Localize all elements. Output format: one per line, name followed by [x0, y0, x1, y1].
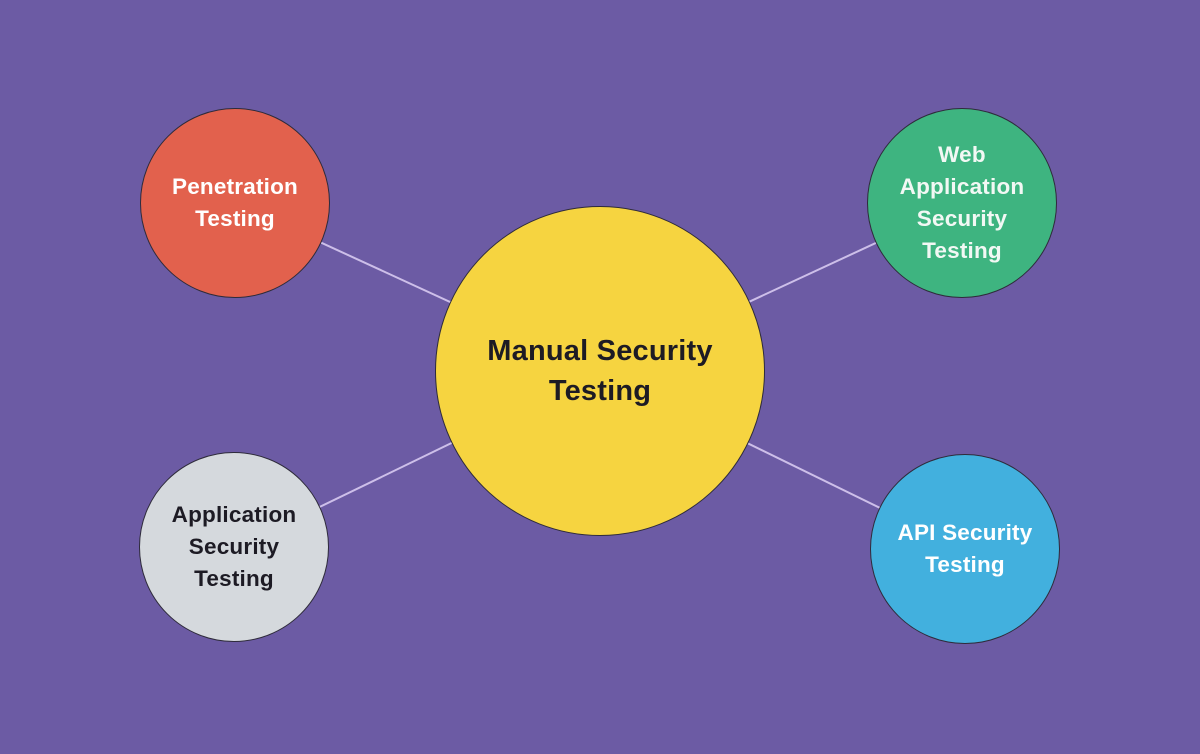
node-web-application-security-testing: Web Application Security Testing	[867, 108, 1057, 298]
node-label: Application Security Testing	[171, 502, 297, 591]
node-label: Manual Security Testing	[487, 334, 713, 407]
node-label: API Security Testing	[897, 520, 1033, 577]
node-application-security-testing: Application Security Testing	[139, 452, 329, 642]
node-label: Penetration Testing	[172, 174, 298, 231]
node-penetration-testing: Penetration Testing	[140, 108, 330, 298]
node-label: Web Application Security Testing	[899, 142, 1025, 263]
node-manual-security-testing: Manual Security Testing	[435, 206, 765, 536]
node-api-security-testing: API Security Testing	[870, 454, 1060, 644]
